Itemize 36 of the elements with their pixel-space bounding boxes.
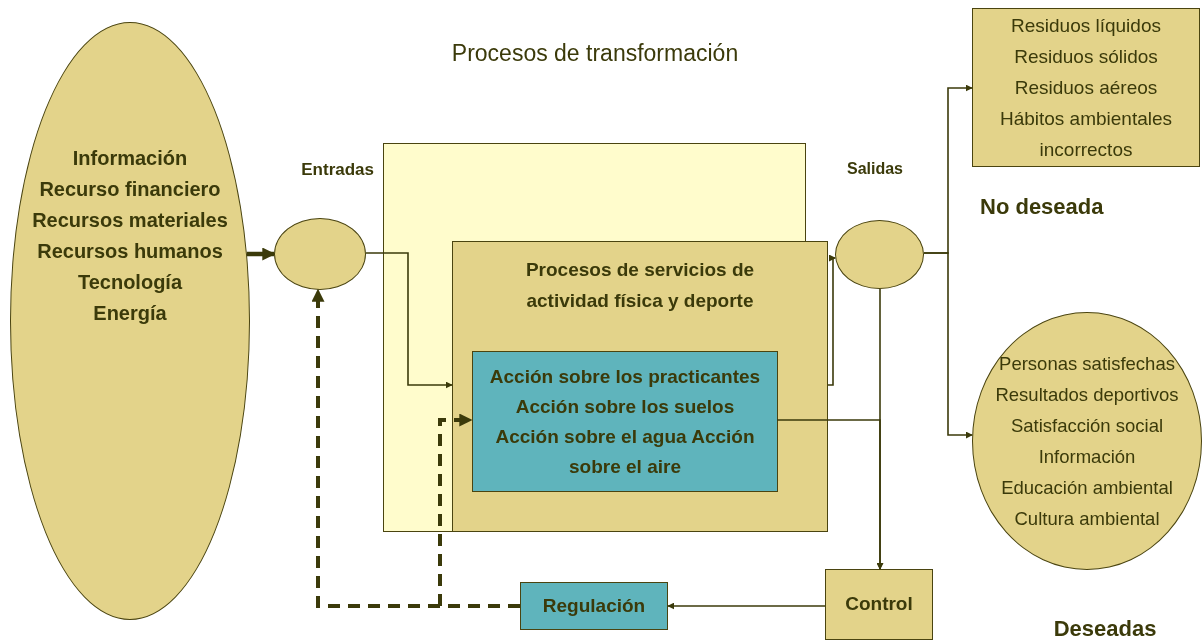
arrow — [365, 252, 453, 389]
node-text: Tecnología — [76, 270, 184, 295]
node-text: Recursos materiales — [31, 208, 229, 233]
arrow — [923, 252, 973, 439]
arrow — [667, 602, 826, 610]
arrow — [827, 254, 837, 386]
side-label: Salidas — [846, 160, 904, 178]
node-text: Control — [844, 592, 914, 617]
node-text: Cultura ambiental — [1013, 507, 1161, 531]
node-text: Residuos sólidos — [1013, 45, 1159, 69]
side-label: No deseada — [980, 194, 1105, 220]
node-text: Acción sobre los practicantes Acción sobre los suelos Acción sobre el agua Acción sobre el aire — [488, 364, 762, 479]
side-label: Deseadas — [1052, 616, 1158, 642]
node-text: Personas satisfechas — [998, 352, 1176, 376]
arrow — [776, 419, 884, 570]
process-box — [972, 8, 1200, 167]
arrow — [246, 247, 276, 261]
node-text: Información — [1037, 445, 1137, 469]
process-box — [472, 351, 778, 492]
node-text: Información — [71, 146, 189, 171]
node-text: Energía — [92, 301, 168, 326]
node-text: Residuos líquidos — [1010, 14, 1162, 38]
process-box — [452, 241, 828, 532]
node-text: Recursos humanos — [36, 239, 224, 264]
node-text: Satisfacción social — [1009, 414, 1165, 438]
process-box — [825, 569, 933, 640]
section-label: Entradas — [300, 160, 374, 180]
node-text: Educación ambiental — [1000, 476, 1174, 500]
node-text: Procesos de servicios de actividad física y deporte — [524, 258, 756, 313]
node-text: Resultados deportivos — [994, 383, 1180, 407]
process-box — [520, 582, 668, 630]
node-text: Regulación — [541, 593, 647, 618]
node-text: Recurso financiero — [38, 177, 222, 202]
node-text: Hábitos ambientales incorrectos — [998, 107, 1174, 162]
diagram-title: Procesos de transformación — [450, 40, 740, 67]
node-text: Residuos aéreos — [1013, 76, 1159, 100]
